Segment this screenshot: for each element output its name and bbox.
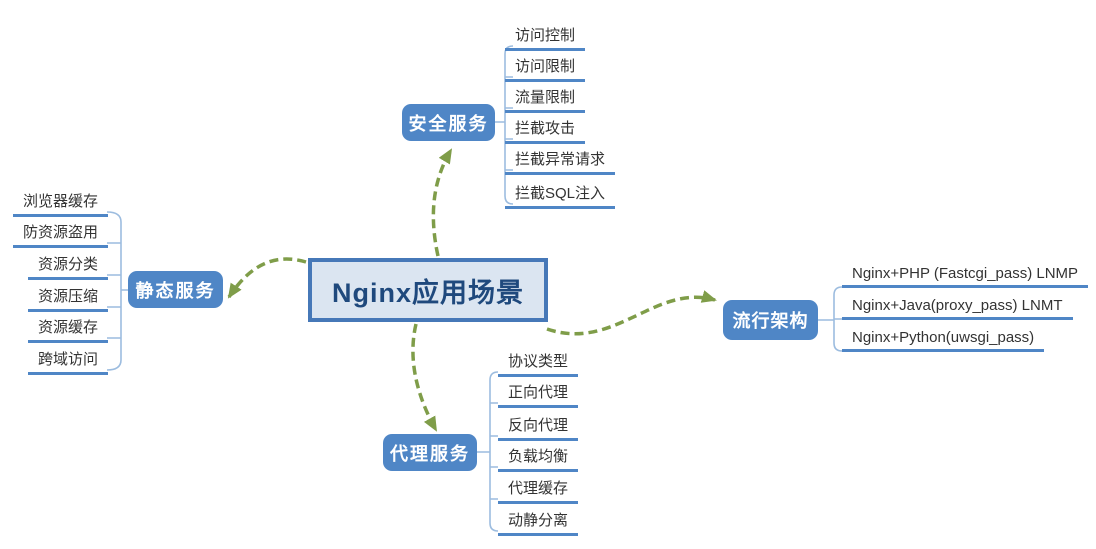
leaf-item[interactable]: 拦截异常请求	[505, 146, 616, 175]
arrow-to-architecture	[546, 290, 717, 336]
leaf-item[interactable]: 代理缓存	[498, 475, 579, 504]
leaf-item[interactable]: 拦截攻击	[505, 115, 586, 144]
arrow-to-static	[227, 257, 307, 299]
leaf-item[interactable]: 反向代理	[498, 412, 579, 441]
branch-node-proxy[interactable]: 代理服务	[383, 434, 477, 471]
leaf-item[interactable]: 访问限制	[505, 53, 586, 82]
central-topic[interactable]: Nginx应用场景	[308, 258, 548, 322]
leaf-item[interactable]: Nginx+Java(proxy_pass) LNMT	[842, 295, 1073, 320]
leaf-item[interactable]: 跨域访问	[27, 346, 108, 375]
leaf-item[interactable]: 浏览器缓存	[12, 188, 108, 217]
leaf-item[interactable]: 动静分离	[498, 507, 579, 536]
leaf-item[interactable]: 正向代理	[498, 379, 579, 408]
leaf-item[interactable]: Nginx+Python(uwsgi_pass)	[842, 327, 1045, 352]
branch-node-security[interactable]: 安全服务	[402, 104, 495, 141]
branch-node-architecture[interactable]: 流行架构	[723, 300, 818, 340]
leaf-item[interactable]: 拦截SQL注入	[505, 180, 616, 209]
arrow-to-proxy	[411, 323, 438, 432]
leaf-item[interactable]: 负载均衡	[498, 443, 579, 472]
bracket-static	[106, 211, 128, 371]
leaf-item[interactable]: 资源缓存	[27, 314, 108, 343]
arrow-to-security	[431, 148, 453, 257]
leaf-item[interactable]: Nginx+PHP (Fastcgi_pass) LNMP	[842, 263, 1089, 288]
leaf-item[interactable]: 访问控制	[505, 22, 586, 51]
leaf-item[interactable]: 资源分类	[27, 251, 108, 280]
leaf-item[interactable]: 协议类型	[498, 348, 579, 377]
bracket-proxy	[477, 371, 499, 532]
leaf-item[interactable]: 流量限制	[505, 84, 586, 113]
branch-node-static[interactable]: 静态服务	[128, 271, 223, 308]
bracket-architecture	[818, 286, 843, 352]
leaf-item[interactable]: 防资源盗用	[12, 219, 108, 248]
leaf-item[interactable]: 资源压缩	[27, 283, 108, 312]
